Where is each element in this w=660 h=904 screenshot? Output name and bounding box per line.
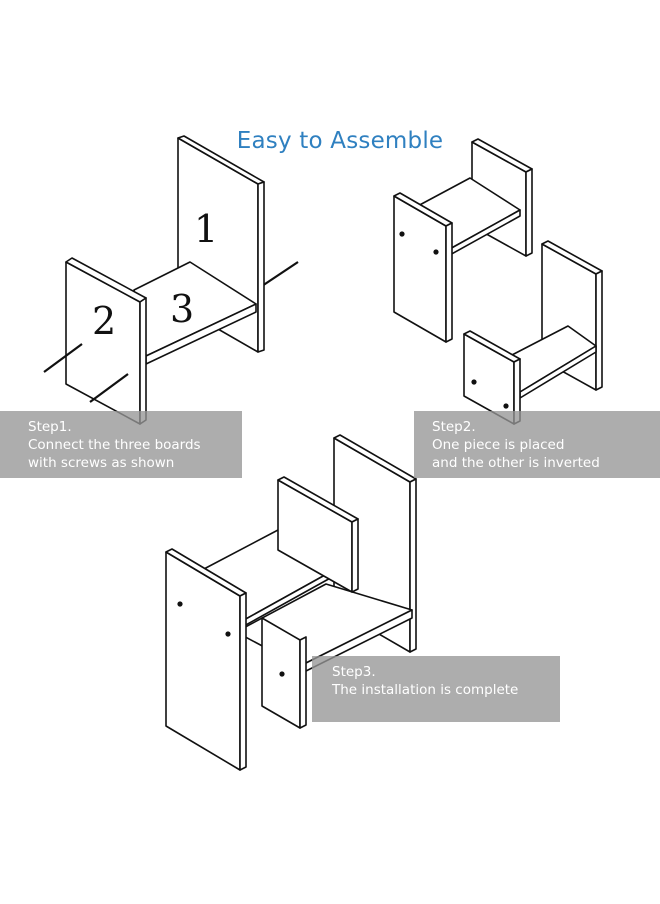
step3-label: Step3. [332,664,376,680]
board-number-1: 1 [194,207,218,251]
step1-illustration [43,135,299,425]
board-number-3: 3 [170,287,194,331]
step3-line1: The installation is complete [332,682,519,698]
screw [89,373,129,403]
step2-line2: and the other is inverted [432,455,600,471]
step1-label: Step1. [28,419,72,435]
step3-illustration [165,434,417,771]
step2-caption: Step2. One piece is placed and the other… [414,411,660,478]
step1-line2: with screws as shown [28,455,175,471]
step2-illustration [393,138,603,425]
step1-caption: Step1. Connect the three boards with scr… [0,411,242,478]
step2-line1: One piece is placed [432,437,565,453]
screw [43,343,83,373]
step2-label: Step2. [432,419,476,435]
board-2 [65,261,141,425]
step1-line1: Connect the three boards [28,437,201,453]
board-number-2: 2 [92,299,116,343]
step3-caption: Step3. The installation is complete [312,656,560,722]
page-title: Easy to Assemble [236,128,444,154]
